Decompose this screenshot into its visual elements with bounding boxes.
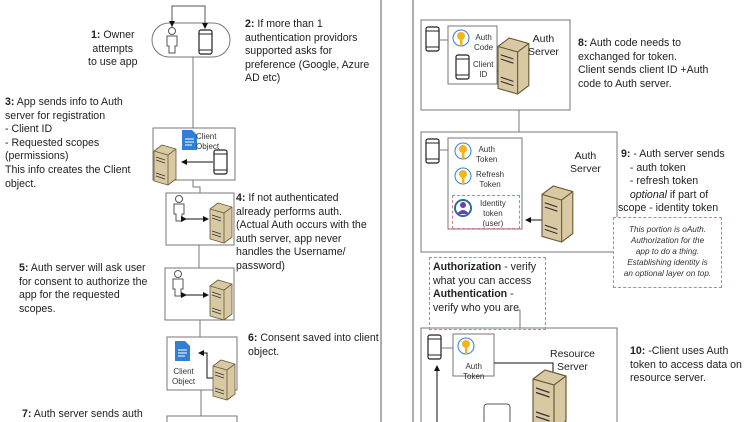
step1-text: 1: Owner attempts to use app — [88, 29, 138, 69]
step2-text: 2: If more than 1 authentication provido… — [245, 18, 370, 85]
step8-text: 8: Auth code needs to exchanged for toke… — [578, 37, 709, 90]
definitions-box: Authorization - verify what you can acce… — [429, 257, 546, 330]
identity-token-box — [452, 195, 520, 229]
oauth-note: This portion is oAuth.Authorization for … — [613, 217, 722, 288]
step10-text: 10: -Client uses Auth token to access da… — [630, 345, 742, 385]
client-object-label: Client Object — [196, 132, 220, 151]
step6-text: 6: Consent saved into client object. — [248, 332, 379, 358]
step9-text: 9: - Auth server sends - auth token - re… — [618, 148, 725, 215]
step7-text: 7: Auth server sends auth — [22, 408, 143, 420]
step4-text: 4: If not authenticated already performs… — [236, 192, 367, 272]
step3-text: 3: App sends info to Auth server for reg… — [5, 96, 131, 190]
step5-text: 5: Auth server will ask user for consent… — [19, 262, 148, 315]
